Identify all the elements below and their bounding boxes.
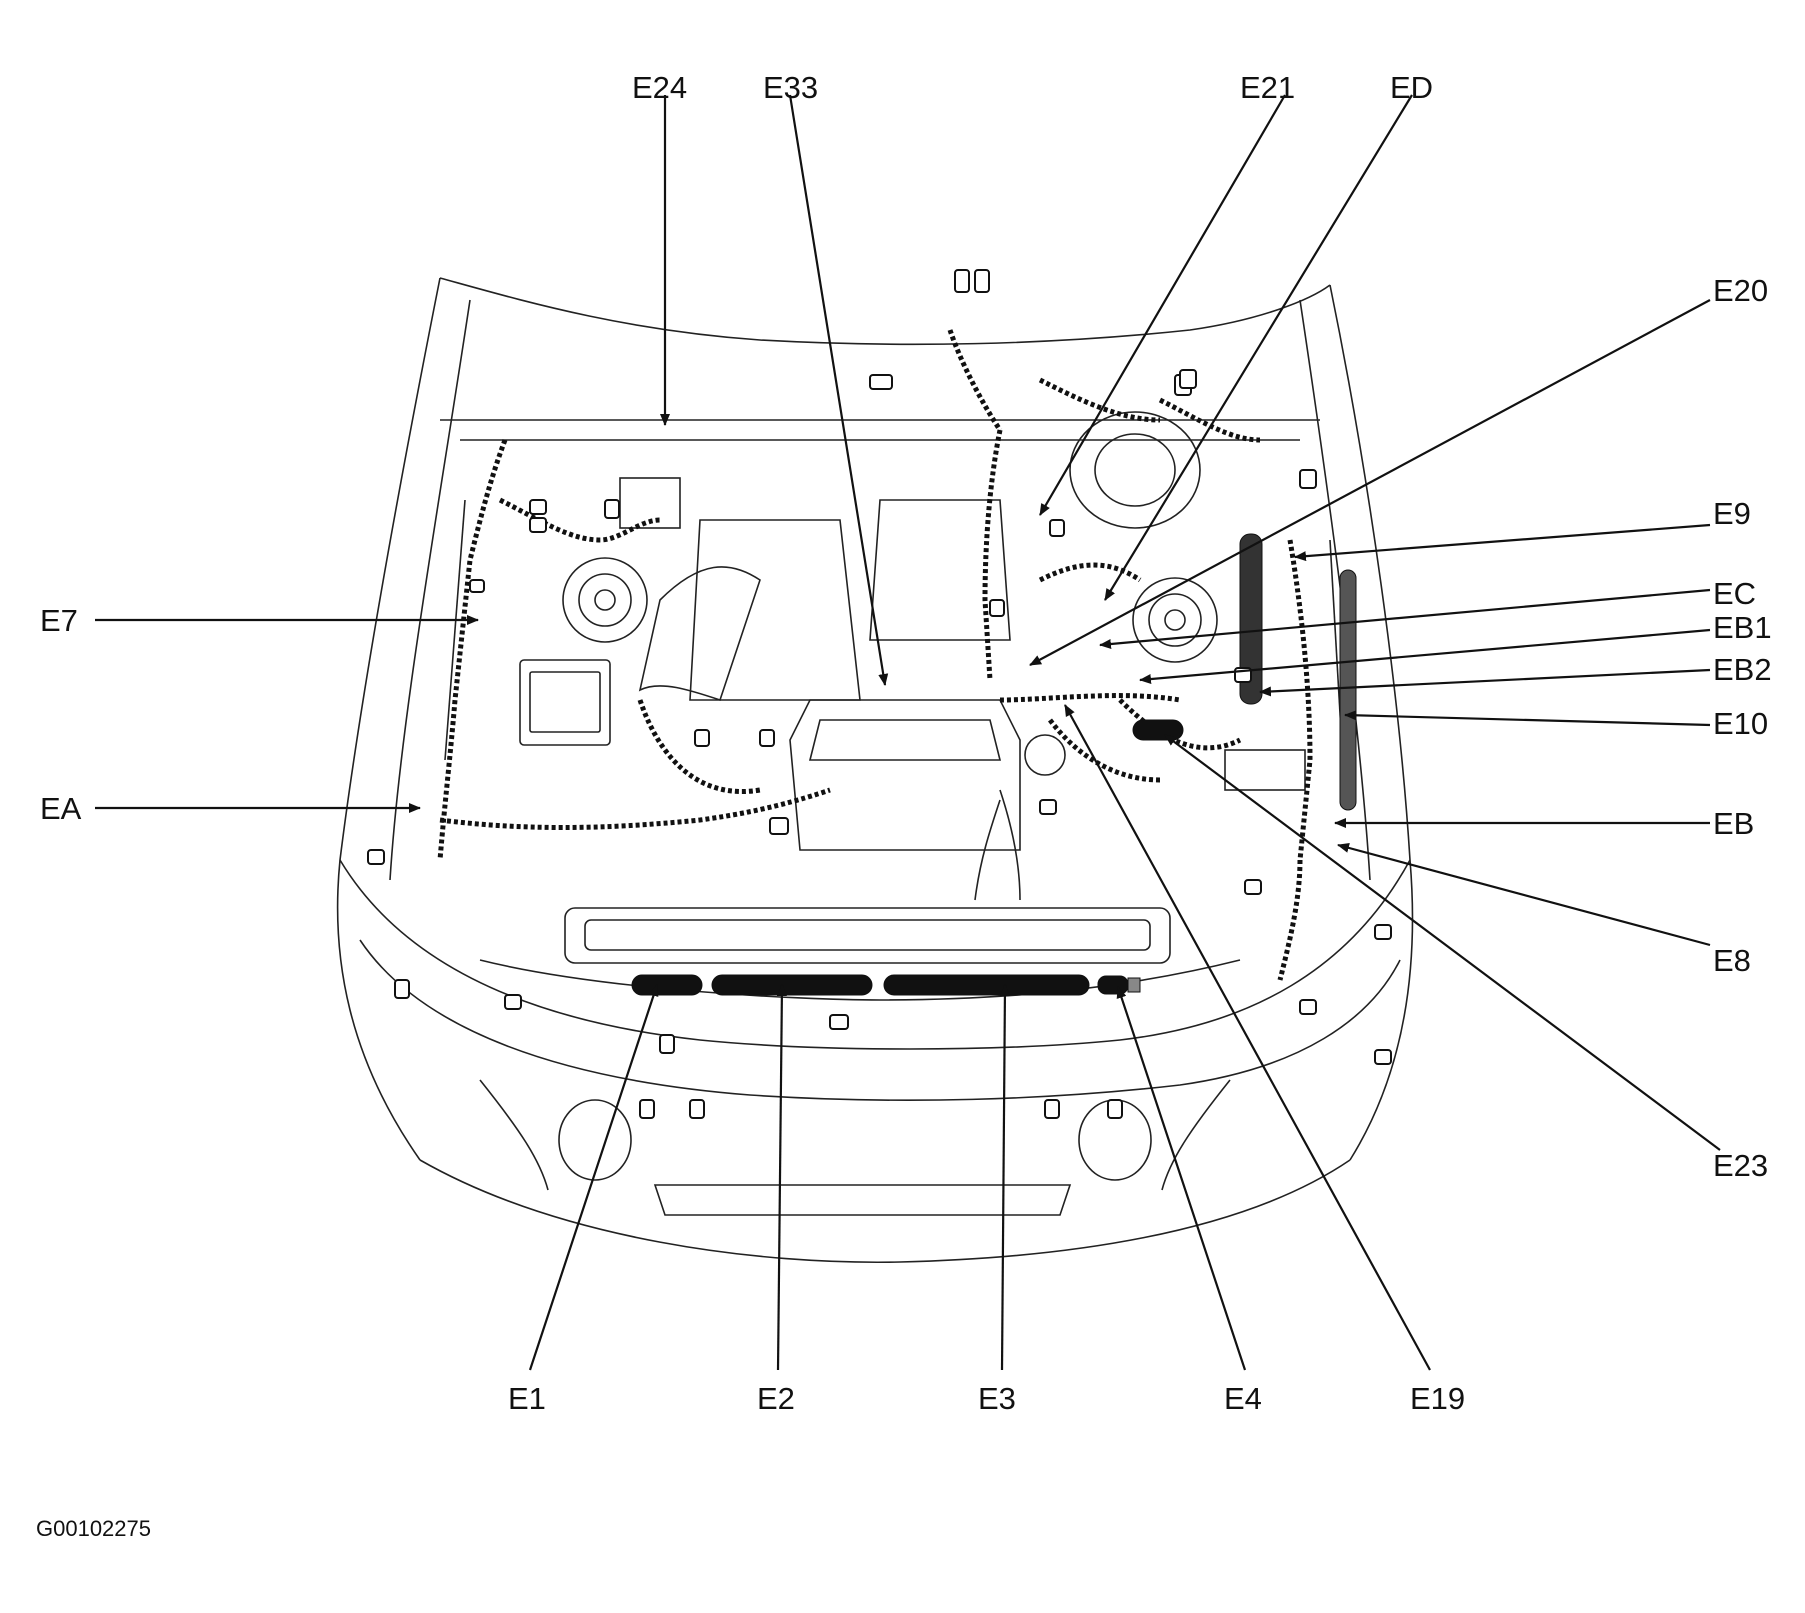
leader-lines: [95, 94, 1721, 1371]
leader-e20: [1029, 299, 1711, 666]
vehicle-body-outline: [336, 277, 1414, 1264]
callout-ea: EA: [40, 791, 82, 826]
callout-e10: E10: [1713, 706, 1769, 741]
callout-e24: E24: [632, 70, 688, 105]
leader-ec: [1099, 588, 1711, 649]
callout-ed: ED: [1390, 70, 1434, 105]
callout-e20: E20: [1713, 273, 1769, 308]
callout-ec: EC: [1713, 576, 1757, 611]
leader-e9: [1294, 523, 1711, 562]
image-code: G00102275: [36, 1516, 151, 1541]
leader-e1: [528, 984, 659, 1371]
callout-e33: E33: [763, 70, 819, 105]
leader-e2: [776, 984, 787, 1371]
leader-e33: [788, 94, 889, 686]
leader-e21: [1039, 94, 1286, 516]
wiring-harness: [437, 329, 1313, 981]
callout-eb1: EB1: [1713, 610, 1772, 645]
callout-e19: E19: [1410, 1381, 1466, 1416]
callout-eb2: EB2: [1713, 652, 1772, 687]
callout-e8: E8: [1713, 943, 1751, 978]
leader-e8: [1337, 843, 1711, 947]
callout-e2: E2: [757, 1381, 795, 1416]
connectors: [367, 269, 1392, 1119]
leader-ed: [1104, 94, 1413, 601]
leader-e23: [1164, 734, 1721, 1151]
callout-e3: E3: [978, 1381, 1016, 1416]
callout-e1: E1: [508, 1381, 546, 1416]
leader-e4: [1116, 986, 1247, 1371]
leader-e3: [999, 984, 1010, 1371]
callout-eb: EB: [1713, 806, 1755, 841]
front-harness-sheath: [631, 533, 1357, 996]
callout-e23: E23: [1713, 1148, 1769, 1183]
callout-e9: E9: [1713, 496, 1751, 531]
callout-e4: E4: [1224, 1381, 1262, 1416]
leader-e10: [1344, 710, 1711, 727]
leader-eb1: [1139, 628, 1711, 685]
leader-e19: [1064, 704, 1431, 1371]
callout-e7: E7: [40, 603, 78, 638]
callout-e21: E21: [1240, 70, 1296, 105]
leader-eb2: [1259, 668, 1711, 697]
